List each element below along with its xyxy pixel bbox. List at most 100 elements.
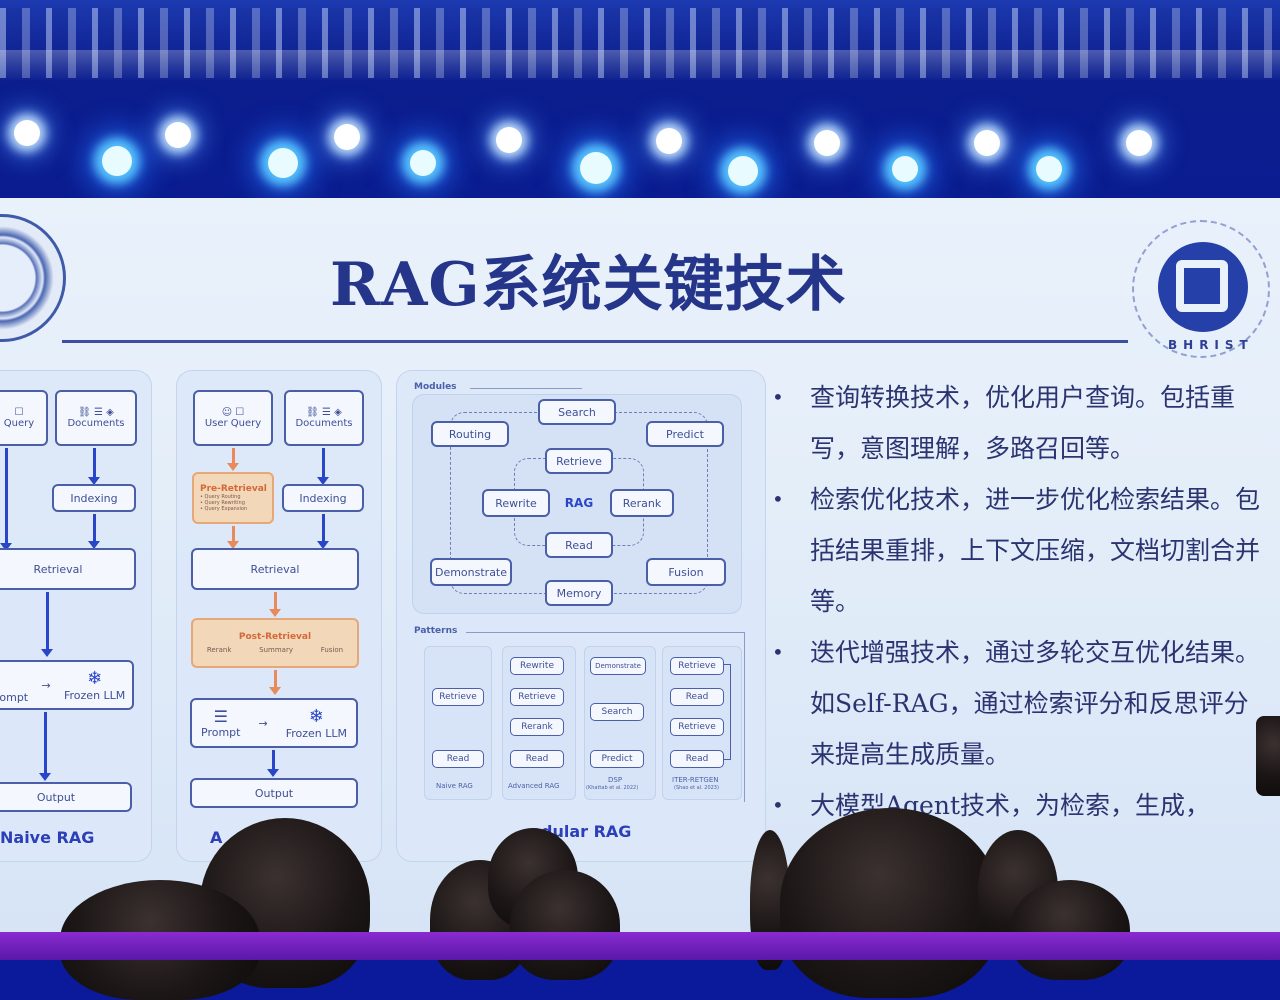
logo-text: BHRIST xyxy=(1168,338,1254,352)
prompt-label: Prompt xyxy=(0,690,29,704)
pattern-read: Read xyxy=(510,750,564,768)
audience-head xyxy=(1010,880,1130,980)
flow-arrow xyxy=(227,526,239,549)
pattern-dsp-citation: (Khattab et al. 2022) xyxy=(586,785,639,791)
predict-module: Predict xyxy=(646,421,724,447)
document-icon: ☰ xyxy=(213,707,228,726)
snowflake-icon: ❄ xyxy=(87,668,103,689)
retrieve-module: Retrieve xyxy=(545,448,613,474)
modules-label: Modules xyxy=(414,382,457,392)
documents-node: ⛓ ☰ ◈ Documents xyxy=(55,390,137,446)
flow-arrow xyxy=(317,514,329,549)
snowflake-icon: ❄ xyxy=(308,706,324,727)
routing-module: Routing xyxy=(431,421,509,447)
pattern-advanced-label: Advanced RAG xyxy=(508,782,560,790)
output-node: Output xyxy=(190,778,358,808)
pattern-dsp-label: DSP xyxy=(608,776,623,784)
stage-light xyxy=(102,146,132,176)
user-icon: ☺ ☐ xyxy=(221,407,245,418)
rerank-module: Rerank xyxy=(610,489,674,517)
rag-core: RAG xyxy=(564,496,594,510)
frozen-llm-label: ❄ Frozen LLM xyxy=(64,668,126,702)
stage-light xyxy=(656,128,682,154)
read-module: Read xyxy=(545,532,613,558)
bullet-retrieval-optimization: 检索优化技术，进一步优化检索结果。包括结果重排，上下文压缩，文档切割合并等。 xyxy=(770,474,1270,627)
fusion-label: Fusion xyxy=(320,646,344,654)
post-retrieval-node: Post-Retrieval Rerank Summary Fusion xyxy=(191,618,359,668)
advanced-rag-caption: A xyxy=(210,828,223,847)
pattern-read: Read xyxy=(670,750,724,768)
stage-light xyxy=(1036,156,1062,182)
stage-ceiling xyxy=(0,0,1280,220)
pattern-read: Read xyxy=(670,688,724,706)
bullet-iterative-enhancement: 迭代增强技术，通过多轮交互优化结果。如Self-RAG，通过检索评分和反思评分来… xyxy=(770,627,1270,780)
flow-arrow xyxy=(39,712,51,781)
rewrite-module: Rewrite xyxy=(482,489,550,517)
stage-light xyxy=(410,150,436,176)
pattern-retrieve: Retrieve xyxy=(432,688,484,706)
prompt-llm-node: ☰ Prompt → ❄ Frozen LLM xyxy=(190,698,358,748)
output-node: Output xyxy=(0,782,132,812)
flow-arrow xyxy=(88,514,100,549)
demonstrate-module: Demonstrate xyxy=(430,558,512,586)
stage-light xyxy=(268,148,298,178)
summary-label: Summary xyxy=(259,646,293,654)
pattern-rewrite: Rewrite xyxy=(510,657,564,675)
logo-ring xyxy=(1132,220,1270,358)
indexing-node: Indexing xyxy=(52,484,136,512)
flow-arrow xyxy=(267,750,279,777)
documents-icon: ⛓ ☰ ◈ xyxy=(306,407,342,418)
flow-arrow xyxy=(227,448,239,471)
flow-arrow xyxy=(269,670,281,695)
retrieval-node: Retrieval xyxy=(191,548,359,590)
slide-title: RAG系统关键技术 xyxy=(330,250,847,320)
search-module: Search xyxy=(538,399,616,425)
pre-retrieval-node: Pre-Retrieval • Query Routing • Query Re… xyxy=(192,472,274,524)
pattern-iter-citation: (Shao et al. 2023) xyxy=(674,785,719,791)
flow-arrow xyxy=(317,448,329,485)
documents-node: ⛓ ☰ ◈ Documents xyxy=(284,390,364,446)
rerank-label: Rerank xyxy=(206,646,232,654)
naive-rag-panel xyxy=(0,370,152,862)
pattern-naive-label: Naive RAG xyxy=(436,782,473,790)
pattern-rerank: Rerank xyxy=(510,718,564,736)
stage-floor xyxy=(0,932,1280,960)
audience-head xyxy=(1256,716,1280,796)
documents-icon: ⛓ ☰ ◈ xyxy=(78,407,114,418)
pattern-retrieve: Retrieve xyxy=(670,657,724,675)
stage-light xyxy=(496,127,522,153)
stage-light xyxy=(728,156,758,186)
pattern-naive xyxy=(424,646,492,800)
audience-head xyxy=(780,808,1000,998)
pattern-predict: Predict xyxy=(590,750,644,768)
key-technologies-list: 查询转换技术，优化用户查询。包括重写，意图理解，多路召回等。 检索优化技术，进一… xyxy=(770,372,1270,882)
modules-divider xyxy=(470,388,582,389)
query-node: ☐ Query xyxy=(0,390,48,446)
pattern-demonstrate: Demonstrate xyxy=(590,657,646,675)
retrieval-node: Retrieval xyxy=(0,548,136,590)
arrow-right-icon: → xyxy=(258,716,268,730)
pattern-retrieve: Retrieve xyxy=(510,688,564,706)
prompt-llm-node: Prompt → ❄ Frozen LLM xyxy=(0,660,134,710)
flow-arrow xyxy=(88,448,100,485)
pattern-retrieve: Retrieve xyxy=(670,718,724,736)
prompt-label: ☰ Prompt xyxy=(201,707,241,739)
iteration-loop xyxy=(724,664,731,760)
patterns-divider xyxy=(466,632,744,633)
title-divider xyxy=(62,340,1128,343)
stage-light xyxy=(1126,130,1152,156)
audience-head xyxy=(510,870,620,980)
query-icon: ☐ xyxy=(14,407,24,418)
lighting-truss-lower xyxy=(0,50,1280,80)
stage-light xyxy=(892,156,918,182)
stage-light xyxy=(165,122,191,148)
stage-light xyxy=(14,120,40,146)
flow-arrow xyxy=(269,592,281,617)
logo-emblem xyxy=(1158,242,1248,332)
user-query-node: ☺ ☐ User Query xyxy=(193,390,273,446)
patterns-label: Patterns xyxy=(414,626,458,636)
lighting-truss xyxy=(0,8,1280,78)
memory-module: Memory xyxy=(545,580,613,606)
arrow-right-icon: → xyxy=(41,678,51,692)
pattern-read: Read xyxy=(432,750,484,768)
